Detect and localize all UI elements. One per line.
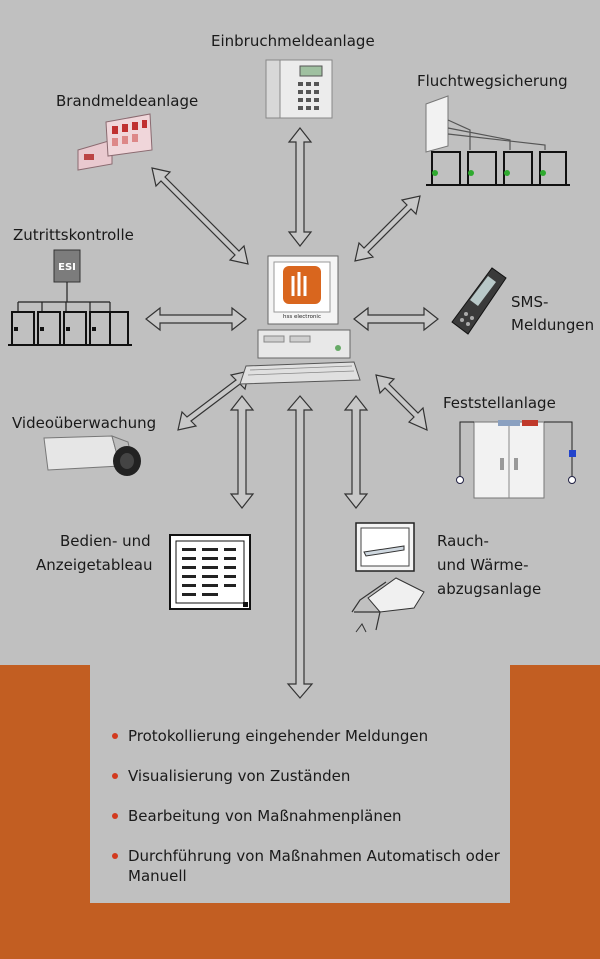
- arrow-zutritt: [145, 306, 247, 332]
- list-item: Durchführung von Maßnahmen Automatisch o…: [112, 846, 518, 886]
- intrusion-keypad-icon: [265, 59, 333, 119]
- label-sms-1: SMS-: [511, 293, 549, 311]
- bullet-icon: [112, 733, 118, 739]
- mobile-phone-icon: [451, 267, 507, 335]
- arrow-central: [286, 395, 314, 699]
- arrows: [145, 127, 439, 699]
- bullet-icon: [112, 773, 118, 779]
- video-camera-icon: [43, 435, 141, 476]
- fire-alarm-panel-icon: [77, 113, 153, 171]
- esi-label: ESI: [58, 262, 76, 273]
- label-video: Videoüberwachung: [12, 414, 157, 432]
- label-zutritt: Zutrittskontrolle: [13, 226, 134, 244]
- arrow-brand: [151, 167, 249, 265]
- arrow-flucht: [354, 195, 421, 262]
- list-item-text: Visualisierung von Zuständen: [128, 767, 351, 785]
- list-item: Bearbeitung von Maßnahmenplänen: [112, 806, 512, 826]
- list-item-text: Protokollierung eingehender Meldungen: [128, 727, 429, 745]
- label-rauch-1: Rauch-: [437, 532, 489, 550]
- bullet-icon: [112, 813, 118, 819]
- arrow-feststell: [375, 374, 428, 432]
- label-einbruch: Einbruchmeldeanlage: [211, 32, 375, 50]
- arrow-rauch: [343, 395, 369, 509]
- label-bedien-1: Bedien- und: [60, 532, 151, 550]
- escape-route-doors-icon: [425, 95, 570, 186]
- list-item-text: Durchführung von Maßnahmen Automatisch o…: [128, 847, 500, 885]
- list-item: Protokollierung eingehender Meldungen: [112, 726, 512, 746]
- label-flucht: Fluchtwegsicherung: [417, 72, 568, 90]
- functions-panel: [90, 665, 510, 903]
- label-brand: Brandmeldeanlage: [56, 92, 199, 110]
- label-sms-2: Meldungen: [511, 316, 595, 334]
- central-computer-icon: hss electronic: [239, 255, 361, 385]
- label-feststell: Feststellanlage: [443, 394, 556, 412]
- brand-logo-label: hss electronic: [283, 314, 321, 320]
- arrow-bedien: [229, 395, 255, 509]
- smoke-vent-icon: [351, 522, 425, 633]
- label-rauch-3: abzugsanlage: [437, 580, 542, 598]
- list-item: Visualisierung von Zuständen: [112, 766, 512, 786]
- door-holder-icon: [456, 420, 576, 499]
- bullet-icon: [112, 853, 118, 859]
- control-panel-icon: [169, 534, 251, 610]
- logo-mark: [283, 266, 321, 304]
- label-rauch-2: und Wärme-: [437, 556, 529, 574]
- label-bedien-2: Anzeigetableau: [36, 556, 153, 574]
- access-control-icon: ESI: [8, 249, 132, 346]
- arrow-sms: [353, 306, 439, 332]
- arrow-einbruch: [287, 127, 313, 247]
- function-list: Protokollierung eingehender Meldungen Vi…: [112, 726, 512, 906]
- list-item-text: Bearbeitung von Maßnahmenplänen: [128, 807, 402, 825]
